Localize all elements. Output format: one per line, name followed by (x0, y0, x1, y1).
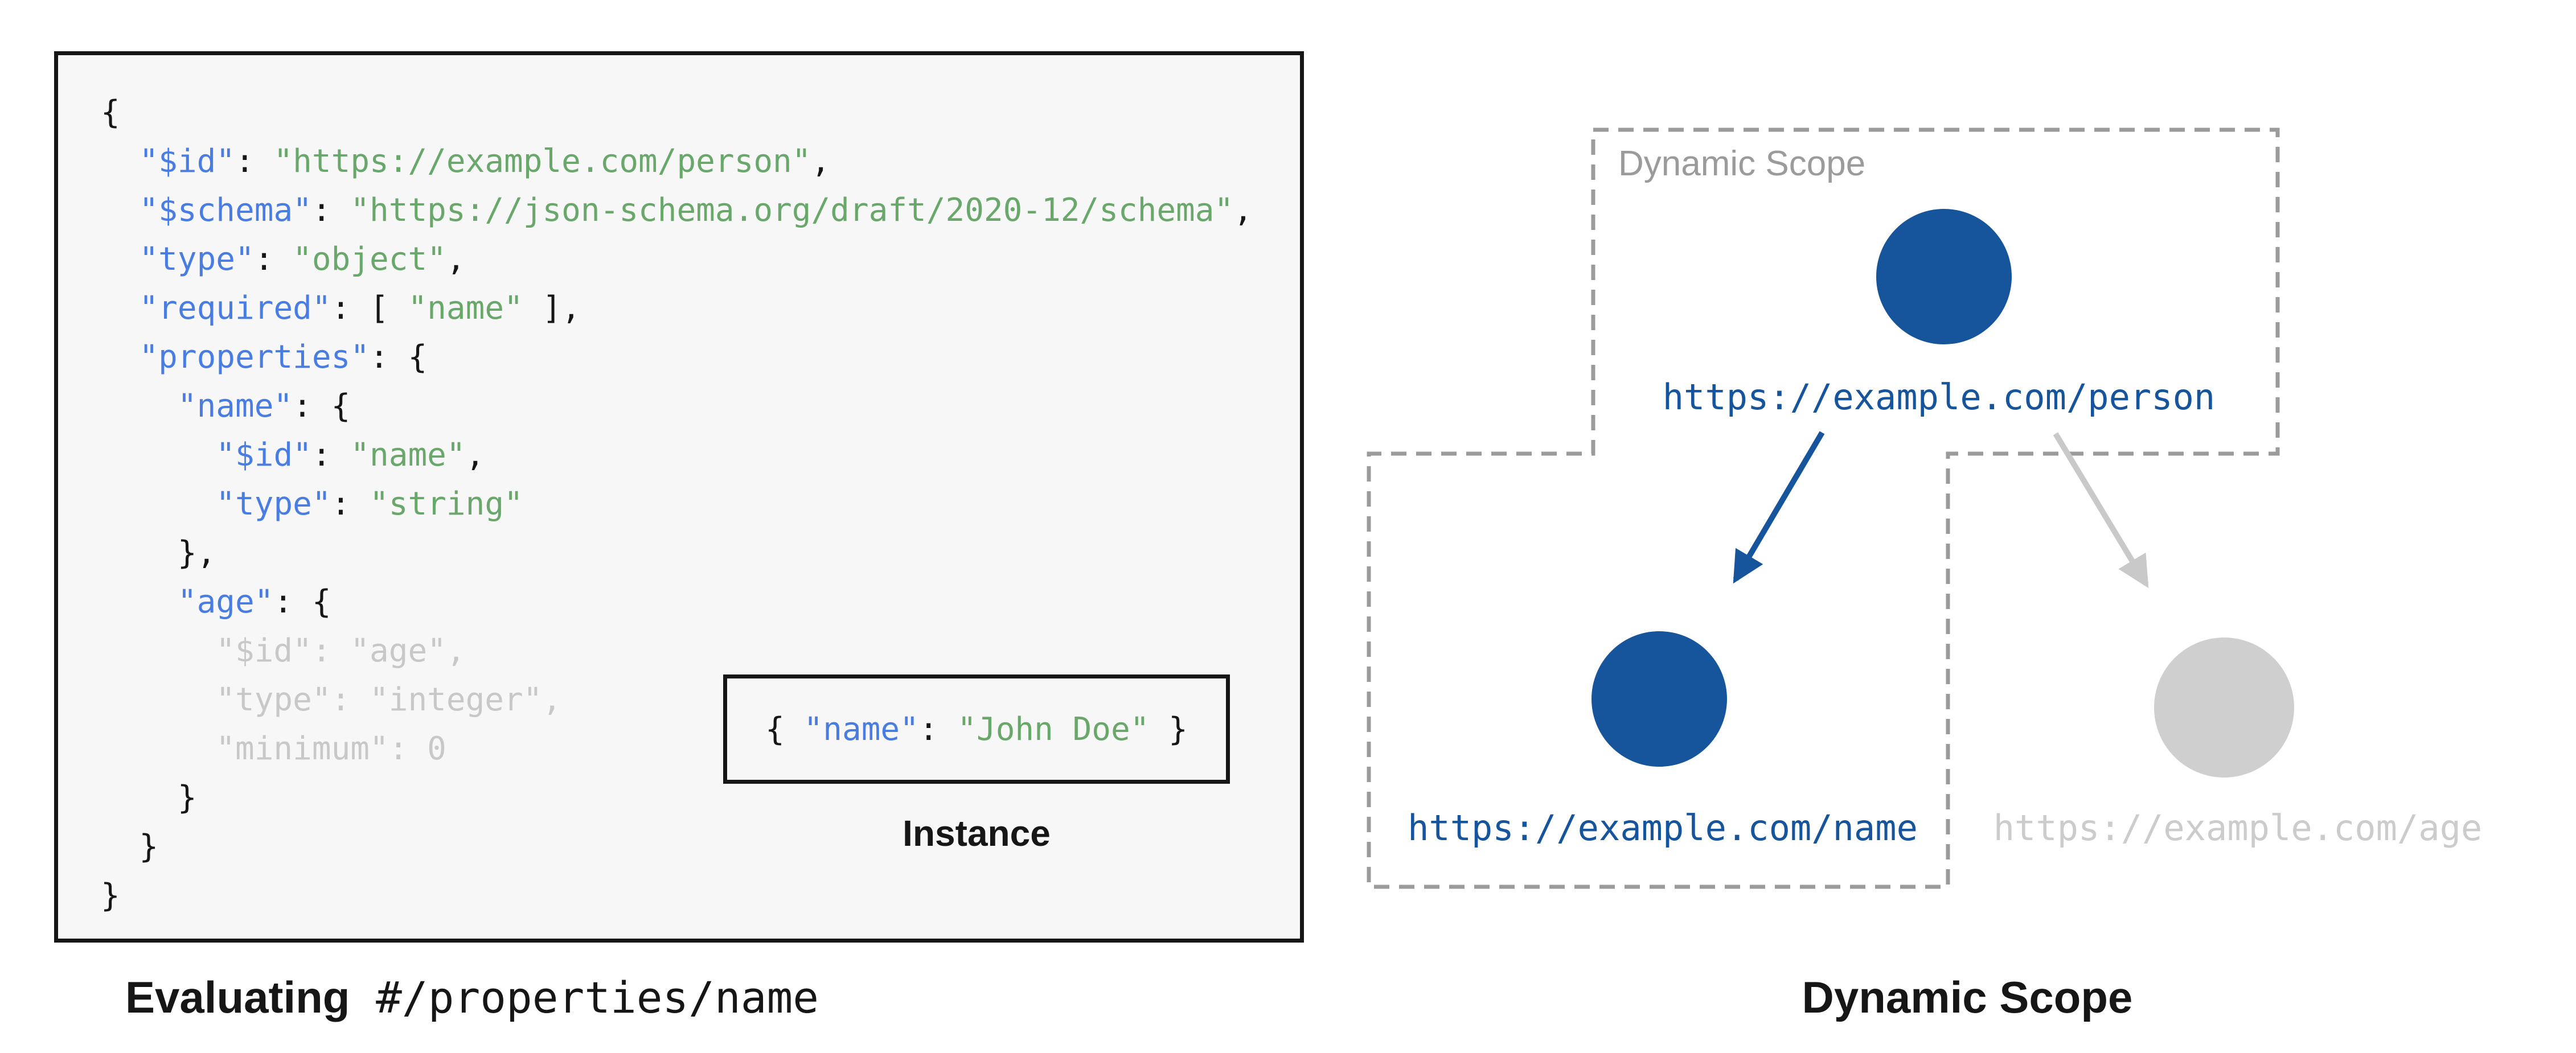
name-schema-node (1591, 631, 1727, 767)
code-token: "type" (216, 486, 331, 523)
code-token: : { (370, 339, 428, 376)
code-token (101, 290, 139, 327)
instance-token: "John Doe" (957, 710, 1150, 748)
code-token: } (101, 779, 197, 816)
evaluating-caption: Evaluating #/properties/name (125, 970, 819, 1025)
code-token: , (446, 241, 466, 278)
code-token: "$id" (216, 437, 312, 474)
code-token: : (311, 192, 351, 229)
code-token: "type" (139, 241, 255, 278)
schema-code: { "$id": "https://example.com/person", "… (101, 88, 1300, 920)
code-token (101, 437, 216, 474)
code-line-9: "type": "string" (101, 480, 1300, 529)
instance-json: { "name": "John Doe" } (765, 711, 1188, 748)
code-token (101, 486, 216, 523)
code-line-14: "minimum": 0 (101, 725, 1300, 774)
schema-code-panel: { "$id": "https://example.com/person", "… (54, 51, 1304, 943)
code-token: "minimum": 0 (101, 730, 446, 767)
code-token: "age" (177, 583, 274, 620)
code-token: "$schema" (139, 192, 312, 229)
age-schema-node (2154, 637, 2294, 778)
code-line-3: "$schema": "https://json-schema.org/draf… (101, 186, 1300, 235)
code-token: "$id" (139, 143, 236, 180)
code-line-15: } (101, 774, 1300, 822)
code-token: "https://json-schema.org/draft/2020-12/s… (350, 192, 1234, 229)
code-line-17: } (101, 871, 1300, 920)
code-token: : (254, 241, 293, 278)
instance-box: { "name": "John Doe" } (723, 674, 1230, 784)
code-token (101, 143, 139, 180)
code-token: "$id": "age", (101, 632, 466, 669)
name-url-label: https://example.com/name (1408, 807, 1918, 849)
code-line-1: { (101, 88, 1300, 137)
person-schema-node (1876, 209, 2012, 344)
code-token (101, 241, 139, 278)
dynamic-scope-inner-label: Dynamic Scope (1618, 144, 1866, 183)
evaluating-caption-bold: Evaluating (125, 972, 350, 1022)
code-token: ], (523, 290, 581, 327)
age-url-label: https://example.com/age (1993, 807, 2483, 849)
code-token: , (811, 143, 831, 180)
code-token: "properties" (139, 339, 370, 376)
code-line-2: "$id": "https://example.com/person", (101, 137, 1300, 186)
instance-token: : (918, 710, 958, 748)
code-token: : [ (331, 290, 408, 327)
code-token (101, 192, 139, 229)
code-line-16: } (101, 822, 1300, 871)
code-token: : { (293, 388, 351, 425)
code-token: : (235, 143, 274, 180)
instance-token: { (765, 710, 804, 748)
code-token: }, (101, 534, 216, 571)
code-line-7: "name": { (101, 382, 1300, 431)
arrow-person-to-age (2053, 432, 2149, 589)
code-token: : (331, 486, 370, 523)
evaluating-caption-pointer: #/properties/name (350, 972, 819, 1023)
code-line-13: "type": "integer", (101, 676, 1300, 725)
code-token: "string" (370, 486, 523, 523)
arrow-person-to-name (1733, 431, 1825, 584)
code-line-4: "type": "object", (101, 235, 1300, 284)
code-token: "https://example.com/person" (273, 143, 811, 180)
code-token: "object" (293, 241, 446, 278)
instance-token: "name" (803, 710, 919, 748)
code-token: "required" (139, 290, 331, 327)
code-token: , (1233, 192, 1253, 229)
instance-token: } (1149, 710, 1188, 748)
dynamic-scope-dashed-outline (1367, 127, 2280, 889)
code-line-10: }, (101, 529, 1300, 578)
code-token: "name" (350, 437, 466, 474)
instance-label: Instance (903, 813, 1051, 854)
code-line-8: "$id": "name", (101, 431, 1300, 480)
code-token: "type": "integer", (101, 681, 562, 718)
code-token (101, 583, 178, 620)
dynamic-scope-caption: Dynamic Scope (1802, 972, 2133, 1022)
code-token: "name" (408, 290, 523, 327)
code-token: , (465, 437, 485, 474)
code-token: "name" (177, 388, 293, 425)
person-url-label: https://example.com/person (1662, 376, 2216, 418)
code-token (101, 388, 178, 425)
code-line-5: "required": [ "name" ], (101, 284, 1300, 333)
code-token: } (101, 828, 159, 865)
code-token: { (101, 94, 120, 131)
code-token: : (311, 437, 351, 474)
code-line-6: "properties": { (101, 333, 1300, 382)
code-token (101, 339, 139, 376)
code-line-11: "age": { (101, 578, 1300, 627)
code-token: : { (273, 583, 331, 620)
code-line-12: "$id": "age", (101, 627, 1300, 676)
code-token: } (101, 877, 120, 914)
